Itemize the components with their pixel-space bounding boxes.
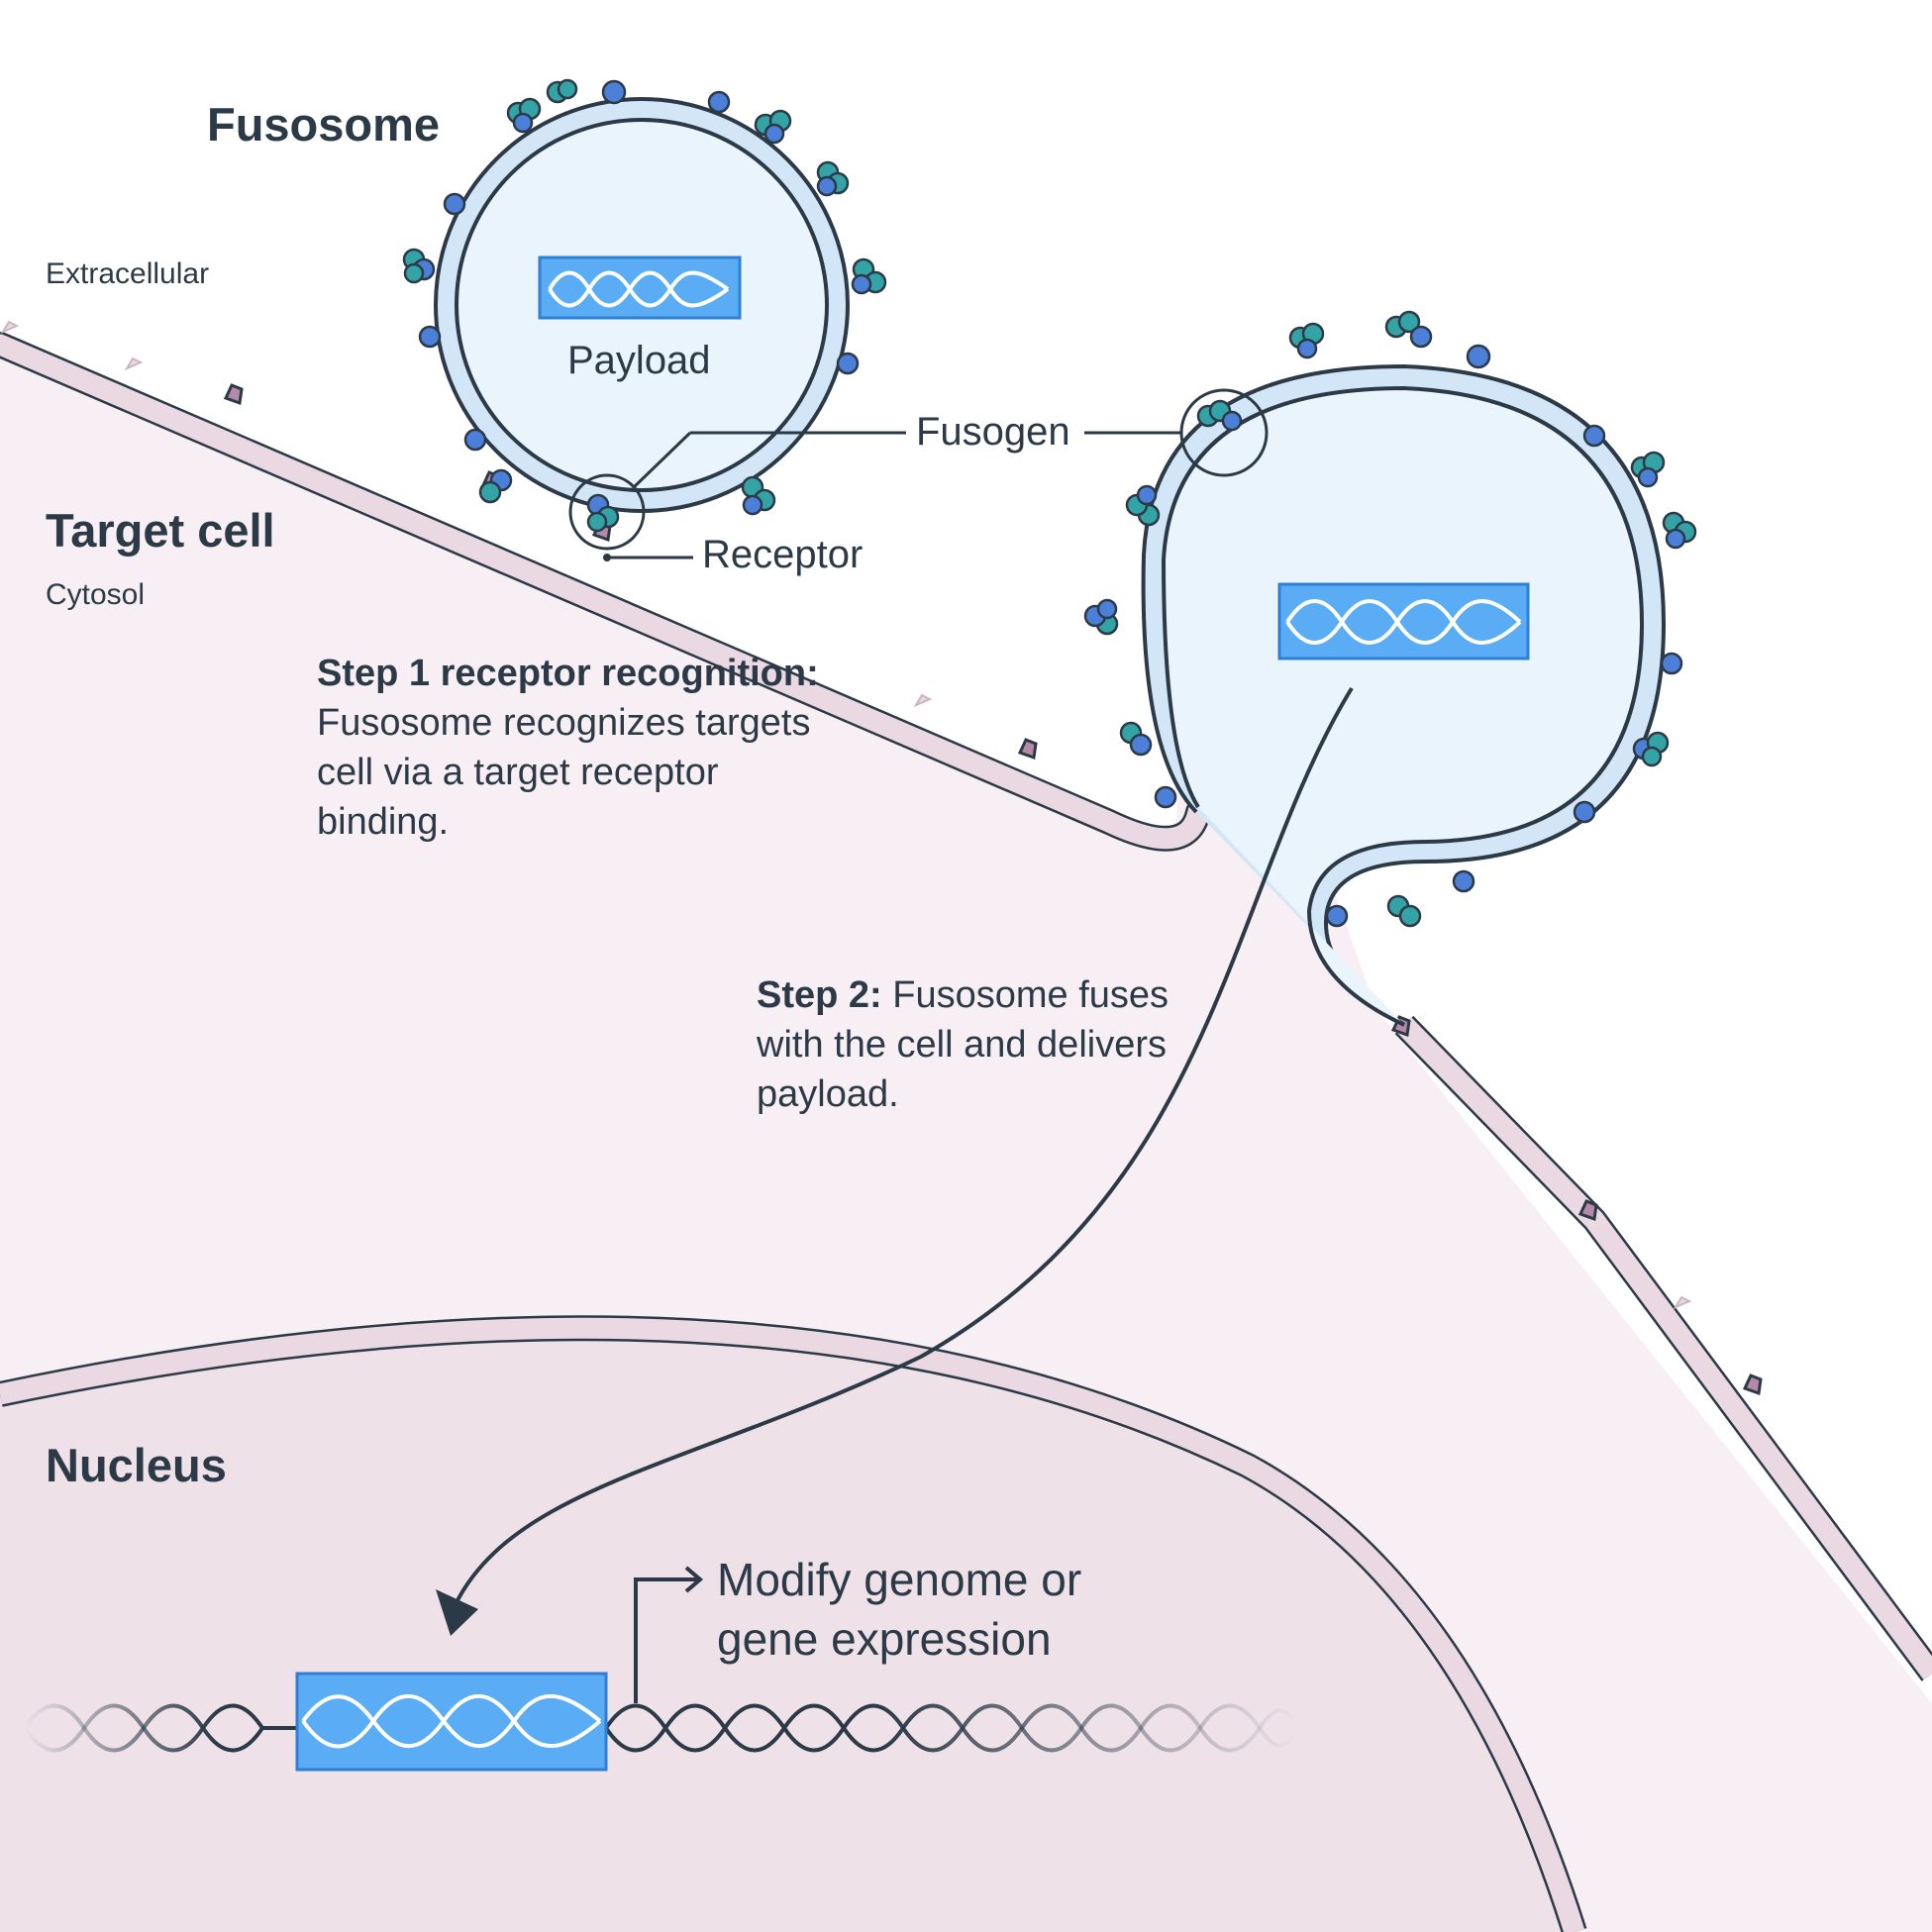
step2-description: Step 2: Fusosome fuses with the cell and…	[757, 970, 1172, 1119]
step1-text: Fusosome recognizes targets cell via a t…	[317, 702, 811, 843]
outcome-label: Modify genome or gene expression	[717, 1554, 1082, 1665]
payload-box-2	[1277, 582, 1530, 661]
outcome-arrow	[634, 1577, 698, 1703]
nucleus	[0, 1328, 1575, 1932]
delivery-arrow	[454, 686, 1354, 1605]
step1-heading: Step 1 receptor recognition:	[317, 653, 819, 694]
cytosol-label: Cytosol	[46, 578, 146, 611]
delivery-arrowhead	[436, 1589, 478, 1636]
fusogens-vesicle-1	[402, 78, 887, 533]
payload-label: Payload	[567, 339, 711, 382]
step1-description: Step 1 receptor recognition: Fusosome re…	[317, 649, 822, 847]
genomic-dna	[23, 1703, 1299, 1753]
receptor-label: Receptor	[702, 533, 864, 576]
step2-text: Fusosome fuses with the cell and deliver…	[757, 974, 1169, 1115]
fusogen-label: Fusogen	[916, 410, 1070, 454]
fusogens-vesicle-2	[1083, 310, 1697, 928]
nucleus-title: Nucleus	[46, 1439, 227, 1491]
target-cell-title: Target cell	[46, 504, 275, 557]
payload-box-genome	[295, 1672, 608, 1772]
outcome-arrowhead	[684, 1566, 704, 1593]
extracellular-label: Extracellular	[46, 257, 210, 290]
fusogen-leader-left	[632, 431, 692, 489]
receptor-callout-circle	[568, 473, 646, 551]
fusosome-title: Fusosome	[207, 98, 441, 151]
payload-box-1	[538, 255, 742, 320]
step2-heading: Step 2:	[757, 974, 882, 1016]
